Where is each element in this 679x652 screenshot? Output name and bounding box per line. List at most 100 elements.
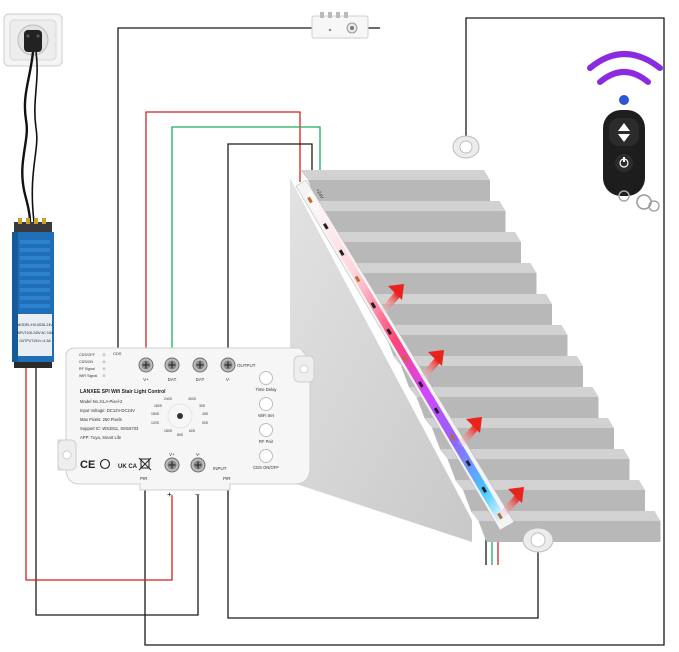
polarity-minus: − xyxy=(195,490,200,499)
wire-black-cds xyxy=(117,27,312,352)
dial-number: 120S xyxy=(151,421,160,425)
dial-number: 240S xyxy=(164,397,173,401)
remote-signal-wave-2 xyxy=(597,69,651,85)
led-chip xyxy=(338,249,345,257)
controller-max-pixels: Max Pixels: 250 Pixels xyxy=(80,417,122,422)
led-chip xyxy=(465,459,472,467)
stair-step xyxy=(300,170,490,201)
terminal-screw-icon xyxy=(220,357,236,373)
psu-label-2: INPUT:100-240V AC 0.8A xyxy=(17,331,54,335)
controller-button[interactable]: RF Pair xyxy=(259,423,274,445)
indicator-led xyxy=(102,353,106,357)
wire-black-pir-bottom xyxy=(227,472,539,619)
led-chip xyxy=(370,301,377,309)
indicator-label: CDS/ON xyxy=(79,360,93,364)
led-chip xyxy=(402,354,408,362)
button-label: RF Pair xyxy=(259,439,274,444)
output-label: OUTPUT xyxy=(237,363,256,368)
motion-arrow-icon xyxy=(379,284,404,315)
controller-button[interactable]: CDS ON/OFF xyxy=(253,449,279,471)
stair-step xyxy=(346,263,537,294)
dial-number: 40S xyxy=(202,412,209,416)
cert-marks: CE UK CA xyxy=(80,457,152,471)
power-supply: MODEL:HX-0036-24V INPUT:100-240V AC 0.8A… xyxy=(12,218,54,368)
controller-support-ic: Support IC: WS2811, SM16703 xyxy=(80,426,139,431)
indicator-led xyxy=(102,360,106,364)
dial-number: 60S xyxy=(189,429,196,433)
pir-sensor-bottom xyxy=(522,527,554,553)
wall-outlet xyxy=(3,13,63,67)
psu-label-3: OUTPUT:24V==1.5A xyxy=(19,339,51,343)
button-label: WiFi Set xyxy=(258,413,275,418)
wire-black-psu-neg xyxy=(35,368,199,616)
terminal-screw-icon xyxy=(164,457,180,473)
power-cord xyxy=(21,51,38,223)
pir-sensor-top xyxy=(452,135,480,159)
remote-signal-dot xyxy=(619,95,629,105)
dial-number: 300S xyxy=(188,397,197,401)
strip-voltage-label: +24V xyxy=(315,188,325,200)
light-sensor-module xyxy=(311,12,369,39)
stair-step xyxy=(408,387,599,418)
dial-number: 50S xyxy=(202,421,209,425)
cds-label: CDS xyxy=(113,351,122,356)
pir-right-label: PIR xyxy=(223,476,231,481)
wire-black-vminus xyxy=(227,143,313,356)
motion-arrow-icon xyxy=(419,350,444,381)
controller-app: APP: Tuya, Smart Life xyxy=(80,435,122,440)
remote-down-icon xyxy=(618,134,630,142)
stair-side-wall xyxy=(290,178,472,542)
terminal-label-top: V- xyxy=(226,377,231,382)
earth-icon xyxy=(99,458,111,470)
led-chip xyxy=(323,222,329,230)
indicator-label: WiFi Signal xyxy=(79,374,97,378)
terminal-label-top: DAT xyxy=(168,377,177,382)
staircase xyxy=(290,170,661,542)
motion-arrows xyxy=(379,284,524,518)
terminal-label-top: DAT xyxy=(196,377,205,382)
led-chip xyxy=(418,380,424,388)
dial-number: 150S xyxy=(151,412,160,416)
controller-model: Model No.:KLA-Pixel-2 xyxy=(80,399,123,404)
led-chip xyxy=(449,433,456,441)
led-chip xyxy=(481,486,487,494)
wire-red-vplus xyxy=(145,111,301,356)
controller-button[interactable]: Time Delay xyxy=(255,371,277,393)
indicator-label: RF Signal xyxy=(79,367,95,371)
indicator-led xyxy=(102,367,106,371)
dial-number: 80S xyxy=(177,433,184,437)
led-chip xyxy=(354,275,361,283)
dial-number: 180S xyxy=(154,404,163,408)
led-chip xyxy=(433,407,440,415)
motion-arrow-icon xyxy=(499,487,524,518)
psu-label-1: MODEL:HX-0036-24V xyxy=(17,323,53,327)
terminal-screw-icon xyxy=(138,357,154,373)
stair-step xyxy=(377,325,568,356)
pir-left-label: PIR xyxy=(140,476,148,481)
dial-number: 30S xyxy=(199,404,206,408)
ce-mark: CE xyxy=(80,459,95,471)
polarity-plus: + xyxy=(167,490,172,499)
controller-button[interactable]: WiFi Set xyxy=(258,397,275,419)
led-chip xyxy=(497,512,503,520)
remote-up-icon xyxy=(618,123,630,131)
terminal-label-bottom: V- xyxy=(196,452,201,457)
terminal-screw-icon xyxy=(192,357,208,373)
rf-remote xyxy=(587,51,663,212)
indicator-label: CDS/OFF xyxy=(79,353,96,357)
input-label: INPUT xyxy=(213,466,227,471)
led-chip xyxy=(386,328,392,336)
terminal-label-bottom: V+ xyxy=(169,452,175,457)
terminal-label-top: V+ xyxy=(143,377,149,382)
button-label: Time Delay xyxy=(255,387,277,392)
stair-step xyxy=(362,294,552,325)
button-label: CDS ON/OFF xyxy=(253,465,279,470)
terminal-screw-icon xyxy=(164,357,180,373)
controller-input-voltage: Input Voltage: DC12V-DC24V xyxy=(80,408,135,413)
controller-brand: LANXEE SPI Wifi Stair Light Control xyxy=(80,389,166,395)
stair-step xyxy=(315,201,506,232)
motion-arrow-icon xyxy=(457,417,482,448)
